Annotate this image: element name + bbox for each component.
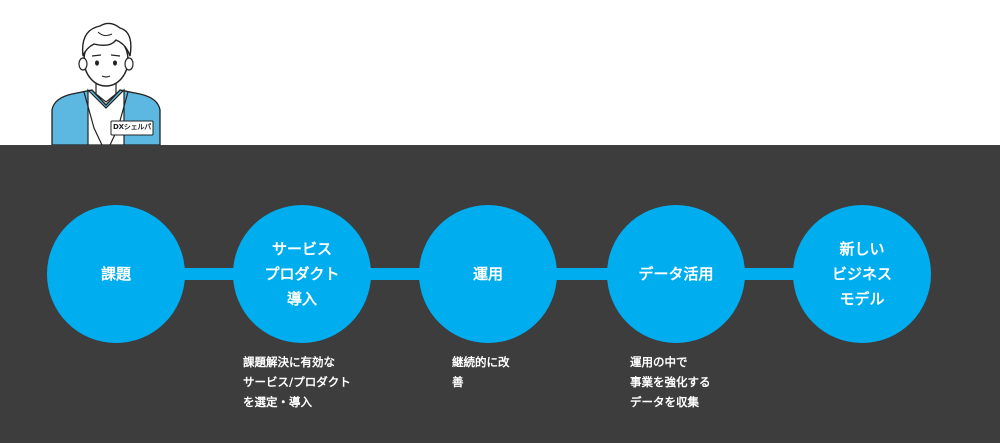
step-operation-circle: 運用 <box>419 205 557 343</box>
person-illustration <box>51 22 161 145</box>
step-service-product-label: サービス プロダクト 導入 <box>264 239 340 308</box>
step-issue-label: 課題 <box>100 264 131 283</box>
step-data-use-circle: データ活用 <box>607 205 745 343</box>
step-new-business-model-circle: 新しい ビジネス モデル <box>793 205 931 343</box>
step-data-use-description: 運用の中で 事業を強化する データを収集 <box>630 355 711 409</box>
step-new-business-model-label: 新しい ビジネス モデル <box>831 239 892 308</box>
name-badge: DXシェルパ <box>112 123 151 131</box>
step-issue-circle: 課題 <box>47 205 185 343</box>
step-operation-label: 運用 <box>472 264 503 283</box>
step-data-use-label: データ活用 <box>638 264 714 283</box>
step-service-product-circle: サービス プロダクト 導入 <box>233 205 371 343</box>
top-area <box>0 0 1000 145</box>
step-operation-description: 継続的に改 善 <box>452 355 510 389</box>
step-service-product-description: 課題解決に有効な サービス/プロダクト を選定・導入 <box>243 355 351 409</box>
